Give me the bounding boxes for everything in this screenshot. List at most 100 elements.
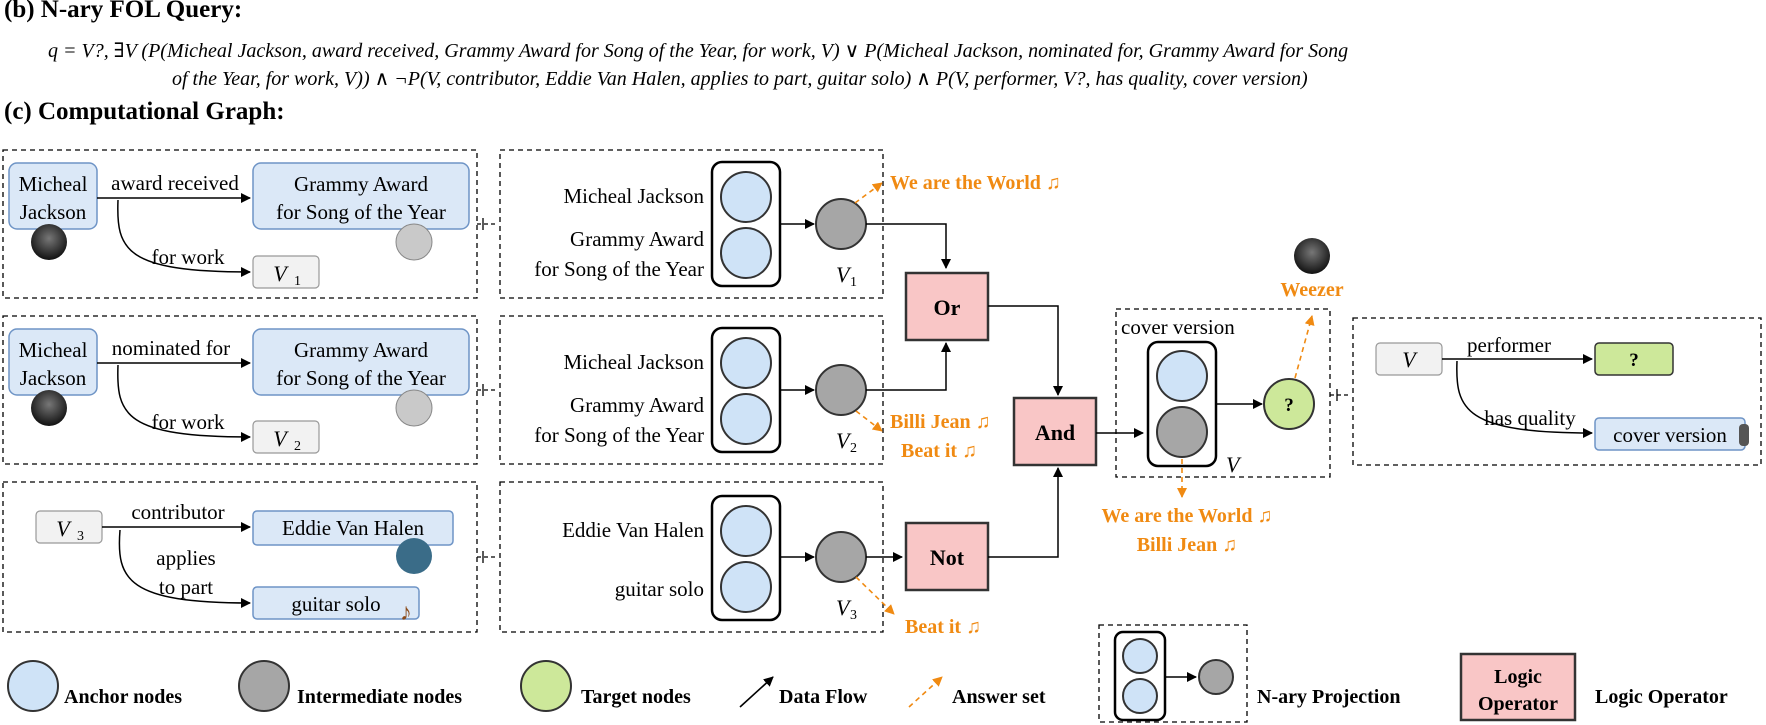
entity-text: for Song of the Year (276, 200, 446, 224)
var-text: V (836, 262, 852, 287)
legend-anchor-icon (7, 660, 59, 712)
variable-v2 (252, 420, 320, 454)
band-photo-icon (1294, 238, 1330, 274)
anchor-node (720, 561, 772, 613)
not-operator (904, 521, 990, 592)
entity-text: Jackson (20, 200, 87, 224)
entity-text: Eddie Van Halen (282, 516, 424, 540)
anchor-node (720, 505, 772, 557)
portrait-icon (396, 538, 432, 574)
qualifier-label: cover version (1121, 315, 1235, 339)
intermediate-node-v2 (815, 364, 867, 416)
anchor-label: for Song of the Year (534, 257, 704, 281)
target-query-panel (1352, 317, 1762, 466)
fol-query-line-2: of the Year, for work, V)) ∧ ¬P(V, contr… (172, 68, 1308, 90)
projection-panel-2 (499, 315, 884, 465)
portrait-icon (31, 390, 67, 426)
qualifier-label: has quality (1484, 406, 1576, 430)
target-node (1263, 378, 1315, 430)
entity-text: guitar solo (291, 592, 380, 616)
var-text: V (836, 428, 852, 453)
operator-label: Not (930, 545, 965, 570)
var-text: V (1226, 452, 1242, 477)
entity-grammy-2 (252, 328, 470, 396)
entity-text: Grammy Award (294, 172, 428, 196)
legend-anchor-label: Anchor nodes (64, 686, 182, 708)
anchor-label: Micheal Jackson (563, 350, 704, 374)
var-sub: 1 (850, 275, 857, 290)
relation-label: nominated for (112, 336, 230, 360)
target-answer-box (1594, 342, 1674, 376)
anchor-node (1156, 350, 1208, 402)
fact-panel-1 (2, 149, 478, 299)
legend-nary-box (1098, 624, 1248, 723)
var-text: V (1402, 347, 1418, 372)
operator-label: Or (934, 295, 961, 320)
legend-target-icon (520, 660, 572, 712)
var-sub: 3 (77, 529, 84, 544)
anchor-node (720, 337, 772, 389)
qualifier-label: for work (152, 410, 225, 434)
var-sub: 1 (294, 274, 301, 289)
legend-dataflow-icon (739, 676, 774, 708)
qualifier-label: to part (159, 575, 213, 599)
legend-intermediate-label: Intermediate nodes (297, 686, 462, 708)
anchor-label: Micheal Jackson (563, 184, 704, 208)
answer-set-1: We are the World ♫ (890, 172, 1061, 194)
entity-text: cover version (1613, 423, 1727, 447)
projection-panel-3 (499, 481, 884, 633)
variable-v1 (252, 255, 320, 289)
legend-logic-box-label: Operator (1478, 693, 1558, 715)
anchor-node (720, 171, 772, 223)
target-label: ? (1284, 395, 1294, 416)
answer-set-4: Billi Jean ♫ (1137, 534, 1238, 556)
and-operator (1012, 396, 1098, 467)
fact-panel-2 (2, 315, 478, 465)
anchor-label: Eddie Van Halen (562, 518, 704, 542)
award-image-icon (395, 389, 433, 427)
legend-answer-icon (908, 676, 943, 708)
legend-target-label: Target nodes (581, 686, 691, 708)
intermediate-node-v3 (815, 531, 867, 583)
legend-intermediate-icon (238, 660, 290, 712)
entity-text: Grammy Award (294, 338, 428, 362)
legend-answer-label: Answer set (952, 686, 1046, 708)
legend-logic-label: Logic Operator (1595, 686, 1728, 708)
entity-text: for Song of the Year (276, 366, 446, 390)
var-text: V (273, 261, 289, 286)
legend-logic-icon (1459, 652, 1577, 722)
operator-label: And (1035, 420, 1075, 445)
entity-text: Micheal (19, 338, 88, 362)
entity-eddie-van-halen (252, 510, 454, 546)
entity-text: Jackson (20, 366, 87, 390)
entity-grammy-1 (252, 162, 470, 230)
answer-set-2: Beat it ♫ (901, 440, 977, 462)
var-text: V (56, 516, 72, 541)
legend-dataflow-label: Data Flow (779, 686, 868, 708)
answer-set-2: Billi Jean ♫ (890, 411, 991, 433)
legend-logic-box-label: Logic (1494, 666, 1542, 688)
anchor-node (720, 393, 772, 445)
var-sub: 3 (850, 608, 857, 623)
var-sub: 2 (294, 439, 301, 454)
guitar-icon: ♪ (400, 600, 412, 626)
relation-label: contributor (131, 500, 224, 524)
entity-guitar-solo (252, 586, 420, 620)
answer-set-5: Weezer (1280, 279, 1343, 301)
qualifier-label: for work (152, 245, 225, 269)
anchor-label: Grammy Award (570, 393, 704, 417)
fol-query-line-1: q = V?, ∃V (P(Micheal Jackson, award rec… (48, 40, 1349, 62)
target-label: ? (1629, 350, 1639, 371)
section-c-title: (c) Computational Graph: (4, 98, 285, 125)
section-b-title: (b) N-ary FOL Query: (4, 0, 243, 23)
var-sub: 2 (850, 441, 857, 456)
intermediate-node-v (1156, 406, 1208, 458)
portrait-icon (31, 224, 67, 260)
relation-label: performer (1467, 333, 1551, 357)
final-projection-panel (1115, 308, 1331, 478)
anchor-label: for Song of the Year (534, 423, 704, 447)
award-image-icon (395, 223, 433, 261)
legend-nary-label: N-ary Projection (1257, 686, 1400, 708)
microphone-icon (1739, 424, 1749, 446)
